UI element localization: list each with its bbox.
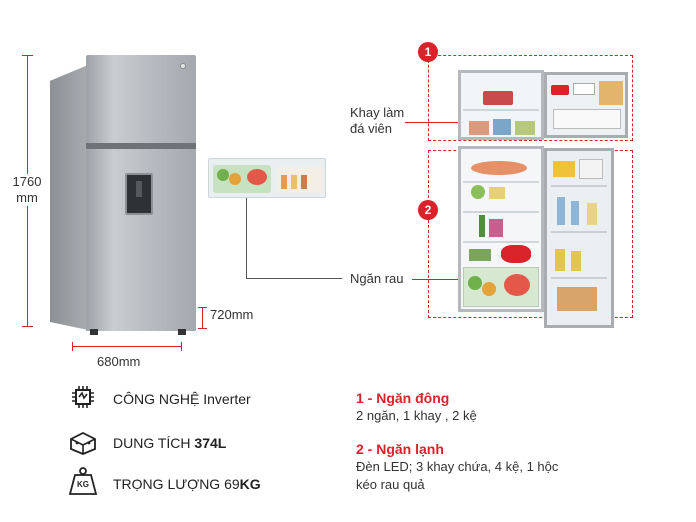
ice-tray-label: Khay làm đá viên: [350, 105, 404, 137]
closed-fridge: [50, 55, 196, 335]
feature-weight-unit: KG: [239, 476, 261, 492]
feature-weight-text: TRỌNG LƯỢNG 69: [113, 476, 240, 492]
freezer-zone-box: [428, 55, 633, 141]
door-handle-gap: [86, 143, 196, 149]
fridge-side-panel: [50, 65, 88, 330]
compartment-freezer-desc: 2 ngăn, 1 khay , 2 kệ: [356, 408, 477, 423]
compartment-freezer-title: 1 - Ngăn đông: [356, 390, 450, 406]
vegetable-drawer-closeup: [208, 158, 326, 198]
depth-tick-bottom: [198, 328, 207, 329]
open-fridge: [452, 70, 630, 330]
ice-tray-label-line1: Khay làm: [350, 105, 405, 120]
freezer-door-open: [544, 72, 628, 138]
height-tick-top: [22, 55, 33, 56]
zone1-badge: 1: [418, 42, 438, 62]
depth-label: 720mm: [210, 307, 254, 322]
fridge-door-open: [544, 148, 614, 328]
feature-capacity-text: DUNG TÍCH: [113, 435, 195, 451]
vegetable-drawer: [463, 267, 539, 307]
compartment-fridge-title: 2 - Ngăn lạnh: [356, 441, 444, 457]
height-label: 1760 mm: [4, 174, 50, 206]
freezer-interior: [458, 70, 544, 140]
weight-icon-label: KG: [77, 480, 89, 489]
feature-inverter-text: CÔNG NGHỆ Inverter: [113, 391, 251, 407]
brand-logo-icon: [180, 63, 186, 69]
compartment-fridge-desc-line2: kéo rau quả: [356, 477, 425, 492]
fridge-interior: [458, 146, 544, 312]
width-tick-right: [181, 342, 182, 351]
width-dimension-line: [72, 346, 182, 347]
vegetable-connector-horizontal: [246, 278, 342, 279]
compartment-fridge-desc-line1: Đèn LED; 3 khay chứa, 4 kệ, 1 hộc: [356, 459, 559, 474]
feature-capacity: DUNG TÍCH 374L: [113, 435, 226, 451]
height-tick-bottom: [22, 326, 33, 327]
vegetable-drawer-label: Ngăn rau: [350, 271, 404, 286]
inverter-chip-icon: [70, 384, 96, 410]
vegetable-connector-vertical: [246, 198, 247, 278]
vegetable-pointer-line: [412, 279, 500, 280]
height-unit: mm: [16, 190, 38, 205]
height-value: 1760: [12, 174, 42, 189]
freezer-door: [86, 55, 196, 145]
depth-dimension-line: [202, 307, 203, 329]
zone2-badge: 2: [418, 200, 438, 220]
compartment-freezer: 1 - Ngăn đông 2 ngăn, 1 khay , 2 kệ: [356, 389, 477, 425]
weight-kg-icon: KG: [68, 466, 98, 496]
feature-inverter: CÔNG NGHỆ Inverter: [113, 391, 251, 407]
depth-tick-top: [198, 307, 207, 308]
capacity-icon: [68, 429, 98, 455]
fridge-foot-right: [178, 329, 186, 335]
width-label: 680mm: [97, 354, 141, 369]
width-tick-left: [72, 342, 73, 351]
ice-tray-label-line2: đá viên: [350, 121, 392, 136]
fridge-foot-left: [90, 329, 98, 335]
compartment-fridge: 2 - Ngăn lạnh Đèn LED; 3 khay chứa, 4 kệ…: [356, 440, 558, 494]
feature-capacity-value: 374L: [194, 435, 227, 451]
water-dispenser: [125, 173, 153, 215]
feature-weight: TRỌNG LƯỢNG 69KG: [113, 476, 261, 492]
